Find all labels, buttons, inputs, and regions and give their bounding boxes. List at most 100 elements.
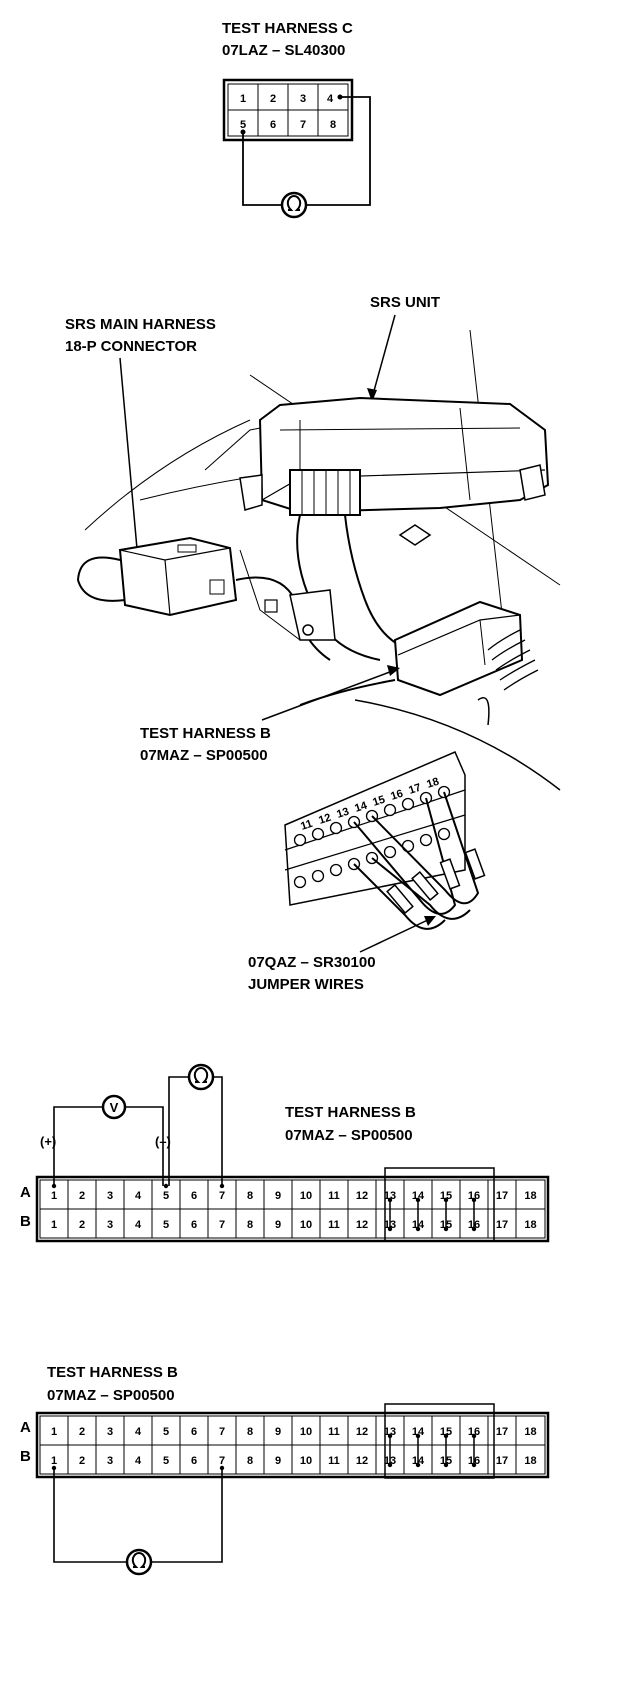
detail-pin-15: 15	[371, 794, 386, 809]
harness_b1-pin-a-8: 8	[247, 1190, 253, 1202]
harness_b2-pin-a-12: 12	[356, 1426, 368, 1438]
harness_b1-pin-b-18: 18	[524, 1219, 536, 1231]
ohm-meter-icon	[280, 191, 308, 219]
harness_b1-pin-a-9: 9	[275, 1190, 281, 1202]
harness_b1-pin-a-13: 13	[384, 1190, 396, 1202]
harness_b1-pin-a-14: 14	[412, 1190, 425, 1202]
harness_b1-pin-b-8: 8	[247, 1219, 253, 1231]
harness_b2-pin-b-4: 4	[135, 1455, 142, 1467]
harness_b1-pin-b-12: 12	[356, 1219, 368, 1231]
jumper-wires-label: JUMPER WIRES	[248, 976, 364, 993]
harness_b2-pin-b-11: 11	[328, 1455, 340, 1467]
detail-pin-18: 18	[425, 776, 440, 791]
detail-pin-11: 11	[299, 818, 314, 833]
detail-pin-13: 13	[335, 806, 350, 821]
srs-18p-connector-label: 18-P CONNECTOR	[65, 338, 197, 355]
harness_b1-pin-a-10: 10	[300, 1190, 312, 1202]
harness_b2-pin-a-17: 17	[496, 1426, 508, 1438]
harness_b1-pin-b-7: 7	[219, 1219, 225, 1231]
detail-pin-16: 16	[389, 788, 404, 803]
harness_b2-pin-a-8: 8	[247, 1426, 253, 1438]
harness_b2-pin-b-5: 5	[163, 1455, 169, 1467]
jumper-part-number: 07QAZ – SR30100	[248, 954, 376, 971]
harness_b2-pin-b-12: 12	[356, 1455, 368, 1467]
detail-pin-17: 17	[407, 782, 422, 797]
srs-unit-illustration: SRS UNIT SRS MAIN HARNESS 18-P CONNECTOR	[65, 294, 561, 993]
harness_b2-pin-b-10: 10	[300, 1455, 312, 1467]
harness_b1-pin-b-1: 1	[51, 1219, 57, 1231]
harness_b1-pin-a-6: 6	[191, 1190, 197, 1202]
harness_b2-connector-outline	[35, 1411, 550, 1479]
harness_b2-pin-b-6: 6	[191, 1455, 197, 1467]
harness-c-lead-pin5	[242, 132, 282, 206]
harness_b2-pin-b-18: 18	[524, 1455, 536, 1467]
voltmeter-negative-lead	[124, 1106, 164, 1186]
harness-b1-row-b-label: B	[20, 1213, 31, 1230]
harness_b2-pin-a-3: 3	[107, 1426, 113, 1438]
harness_b1-pin-b-2: 2	[79, 1219, 85, 1231]
harness_b1-pin-a-7: 7	[219, 1190, 225, 1202]
harness_b1-pin-a-18: 18	[524, 1190, 536, 1202]
harness-b1-title: TEST HARNESS B	[285, 1104, 416, 1121]
harness-c-pin-8: 8	[330, 119, 336, 131]
jumper-wire-detail: 11 12 13 14 15 16 17 18	[284, 751, 486, 953]
harness_b2-pin-a-10: 10	[300, 1426, 312, 1438]
harness_b2-pin-b-17: 17	[496, 1455, 508, 1467]
harness_b2-pin-b-7: 7	[219, 1455, 225, 1467]
harness-b-unit-part-number: 07MAZ – SP00500	[140, 747, 268, 764]
harness_b1-pin-a-12: 12	[356, 1190, 368, 1202]
harness_b2-pin-a-11: 11	[328, 1426, 340, 1438]
harness_b1-pin-b-17: 17	[496, 1219, 508, 1231]
harness_b1-pin-b-11: 11	[328, 1219, 340, 1231]
ohmmeter-lead-pin7	[214, 1076, 223, 1186]
harness_b1-connector-outline	[35, 1175, 550, 1243]
harness_b2-pin-b-3: 3	[107, 1455, 113, 1467]
harness_b2-pin-b-9: 9	[275, 1455, 281, 1467]
harness_b2-pin-a-7: 7	[219, 1426, 225, 1438]
harness_b2-pin-a-14: 14	[412, 1426, 425, 1438]
harness-c-pin-7: 7	[300, 119, 306, 131]
harness-c-lead-pin4	[306, 96, 371, 206]
harness-c-connector-outline	[222, 78, 354, 142]
harness_b1-pin-b-5: 5	[163, 1219, 169, 1231]
harness_b1-pin-b-9: 9	[275, 1219, 281, 1231]
harness_b1-pin-b-6: 6	[191, 1219, 197, 1231]
harness-b2-title: TEST HARNESS B	[47, 1364, 178, 1381]
harness-b1-row-a-label: A	[20, 1184, 31, 1201]
harness_b1-pin-a-17: 17	[496, 1190, 508, 1202]
harness_b2-pin-a-2: 2	[79, 1426, 85, 1438]
harness-c-pin-3: 3	[300, 93, 306, 105]
harness-c-pin-1: 1	[240, 93, 246, 105]
harness_b1-pin-a-4: 4	[135, 1190, 142, 1202]
detail-pin-12: 12	[317, 812, 332, 827]
harness-c-pin-4: 4	[327, 93, 334, 105]
harness-c-title: TEST HARNESS C	[222, 20, 353, 37]
harness_b1-pin-a-3: 3	[107, 1190, 113, 1202]
harness_b2-pin-b-2: 2	[79, 1455, 85, 1467]
harness-b2-row-b-label: B	[20, 1448, 31, 1465]
detail-pin-14: 14	[353, 799, 369, 814]
test-harness-b-voltage-check: TEST HARNESS B 07MAZ – SP00500 (+) (–) A…	[20, 1063, 550, 1243]
harness_b2-pin-a-16: 16	[468, 1426, 480, 1438]
harness_b1-pin-a-11: 11	[328, 1190, 340, 1202]
voltmeter-positive-lead	[53, 1106, 104, 1186]
harness_b2-pin-a-6: 6	[191, 1426, 197, 1438]
harness_b1-pin-b-3: 3	[107, 1219, 113, 1231]
harness-c-pin-5: 5	[240, 119, 246, 131]
harness_b2-pin-a-15: 15	[440, 1426, 452, 1438]
harness-b2-part-number: 07MAZ – SP00500	[47, 1387, 175, 1404]
harness_b2-pin-b-8: 8	[247, 1455, 253, 1467]
harness-c-pin-2: 2	[270, 93, 276, 105]
harness_b2-pin-a-13: 13	[384, 1426, 396, 1438]
harness_b2-pin-a-1: 1	[51, 1426, 57, 1438]
ohmmeter-lead-b7	[152, 1468, 223, 1563]
voltmeter-symbol: V	[110, 1100, 119, 1115]
harness_b2-pin-a-5: 5	[163, 1426, 169, 1438]
ohmmeter-lead-b1	[53, 1468, 126, 1563]
harness_b1-pin-b-10: 10	[300, 1219, 312, 1231]
harness_b2-pin-a-9: 9	[275, 1426, 281, 1438]
harness-c-pin-6: 6	[270, 119, 276, 131]
harness_b1-pin-a-15: 15	[440, 1190, 452, 1202]
srs-main-harness-label: SRS MAIN HARNESS	[65, 316, 216, 333]
